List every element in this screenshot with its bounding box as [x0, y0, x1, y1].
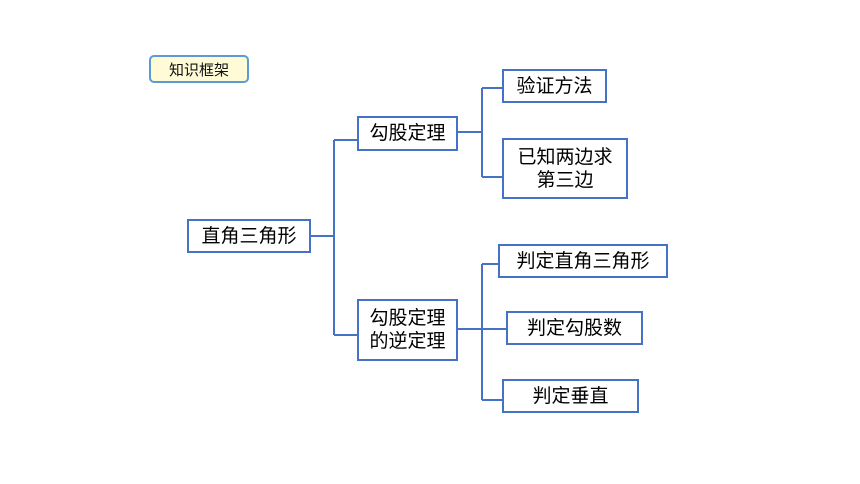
node-b-leaf-2: 判定勾股数 [506, 311, 643, 345]
node-branch-a: 勾股定理 [357, 116, 458, 151]
node-root: 直角三角形 [187, 219, 311, 253]
node-a-leaf-2: 已知两边求 第三边 [502, 138, 628, 199]
node-a-leaf-1: 验证方法 [502, 69, 607, 103]
node-branch-b: 勾股定理 的逆定理 [357, 299, 458, 361]
node-b-leaf-1: 判定直角三角形 [498, 244, 668, 278]
node-b-leaf-3: 判定垂直 [502, 379, 639, 413]
knowledge-framework-badge: 知识框架 [149, 55, 249, 83]
